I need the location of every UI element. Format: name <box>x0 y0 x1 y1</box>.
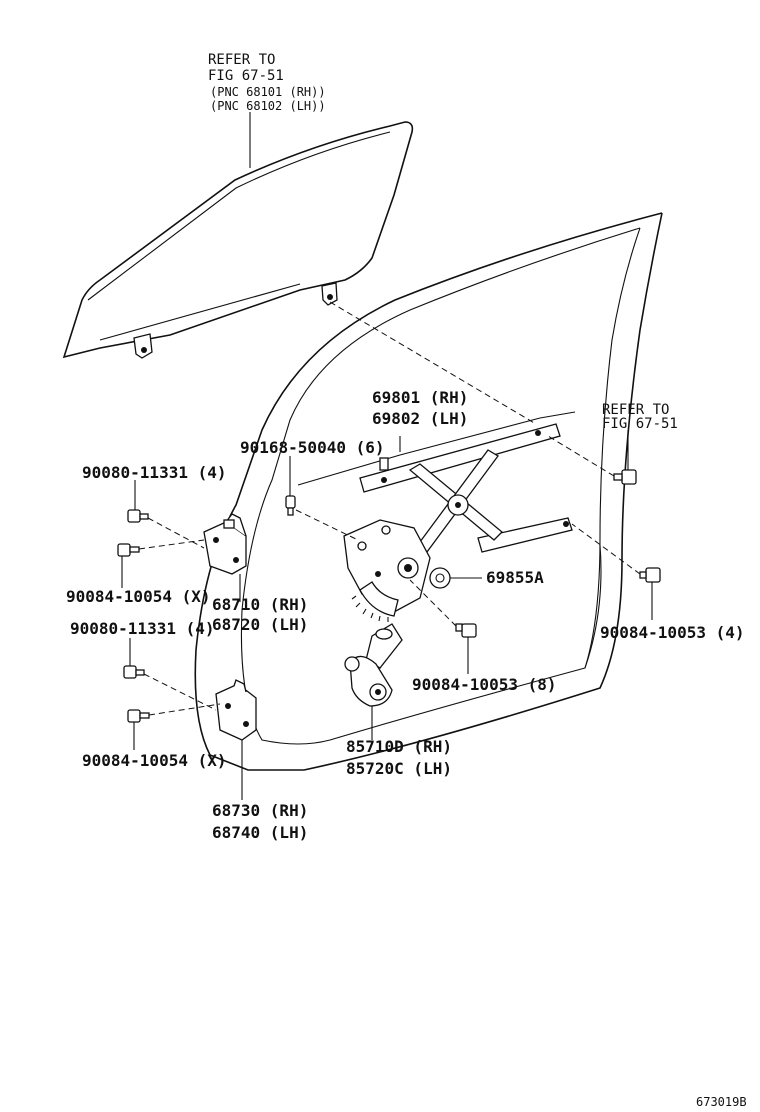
bolt-90084-10053-8 <box>455 623 477 638</box>
label-refer-glass-2: FIG 67-51 <box>208 68 284 84</box>
label-regulator-rh: 69801 (RH) <box>372 388 468 407</box>
label-bolt-90084-10053-8: 90084-10053 (8) <box>412 675 557 694</box>
label-bolt-90168: 90168-50040 (6) <box>240 438 385 457</box>
door-glass <box>62 121 414 359</box>
door-panel <box>194 212 663 771</box>
label-regulator-lh: 69802 (LH) <box>372 409 468 428</box>
label-motor-rh: 85710D (RH) <box>346 737 452 756</box>
label-bolt-90084-x-lower: 90084-10054 (X) <box>82 751 227 770</box>
bolt-90080-lower <box>123 665 145 679</box>
label-hinge-upper-rh: 68710 (RH) <box>212 595 308 614</box>
bolt-right-upper <box>613 469 637 485</box>
bolt-90084-10053-right <box>639 567 661 583</box>
label-bolt-90080-upper: 90080-11331 (4) <box>82 463 227 482</box>
lower-hinge <box>215 679 257 741</box>
bolt-90084-x-upper <box>117 543 140 557</box>
labels: REFER TO FIG 67-51 (PNC 68101 (RH)) (PNC… <box>66 52 747 1109</box>
bolt-90168 <box>285 495 296 516</box>
window-regulator <box>343 423 573 622</box>
label-motor-lh: 85720C (LH) <box>346 759 452 778</box>
label-bolt-90084-x-upper: 90084-10054 (X) <box>66 587 211 606</box>
label-hinge-upper-lh: 68720 (LH) <box>212 615 308 634</box>
window-motor <box>344 623 403 707</box>
label-refer-right-2: FIG 67-51 <box>602 416 678 432</box>
label-hinge-lower-lh: 68740 (LH) <box>212 823 308 842</box>
label-part-69855a: 69855A <box>486 568 544 587</box>
label-refer-glass-3: (PNC 68101 (RH)) <box>210 85 326 99</box>
part-69855a <box>429 567 482 589</box>
label-hinge-lower-rh: 68730 (RH) <box>212 801 308 820</box>
label-bolt-90084-10053-right: 90084-10053 (4) <box>600 623 745 642</box>
label-refer-glass-4: (PNC 68102 (LH)) <box>210 99 326 113</box>
upper-hinge <box>203 513 247 575</box>
label-refer-right-1: REFER TO <box>602 402 669 418</box>
label-refer-glass-1: REFER TO <box>208 52 275 68</box>
bolt-90080-upper <box>127 509 149 523</box>
label-bolt-90080-lower: 90080-11331 (4) <box>70 619 215 638</box>
bolt-90084-x-lower <box>127 709 150 723</box>
label-diagram-code: 673019B <box>696 1095 747 1109</box>
